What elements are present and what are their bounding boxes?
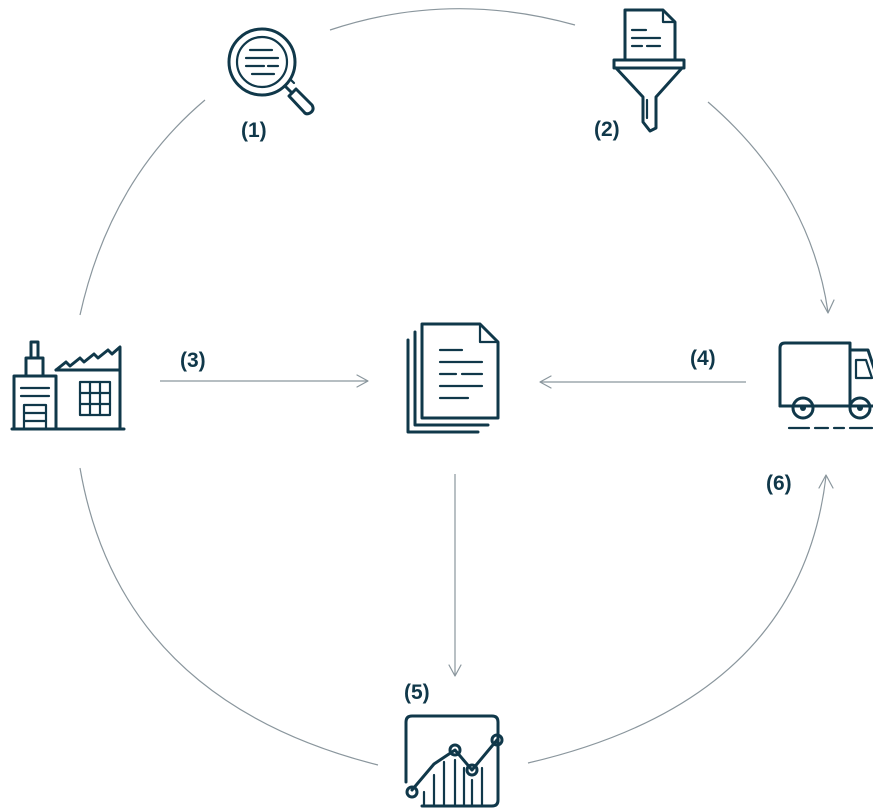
arc-chart-to-truck bbox=[527, 475, 827, 764]
arrowhead-documents-to-chart bbox=[448, 664, 462, 677]
magnifying-glass-document-icon bbox=[227, 27, 315, 116]
factory-icon bbox=[10, 340, 126, 431]
step-label-3: (3) bbox=[180, 349, 206, 372]
line-chart-icon bbox=[404, 714, 504, 808]
arrowhead-truck-to-documents bbox=[539, 375, 552, 389]
step-label-2: (2) bbox=[594, 118, 620, 141]
arrowhead-into-truck-top bbox=[820, 299, 835, 314]
document-funnel-filter-icon bbox=[612, 8, 686, 133]
step-label-5: (5) bbox=[404, 681, 430, 704]
step-label-4: (4) bbox=[690, 347, 716, 370]
arc-funnel-to-truck bbox=[707, 101, 829, 313]
arrowhead-into-truck-bottom bbox=[818, 474, 834, 489]
arrowhead-factory-to-documents bbox=[356, 374, 369, 388]
arc-factory-to-magnifier bbox=[79, 99, 206, 316]
delivery-truck-icon bbox=[778, 341, 873, 430]
step-label-6: (6) bbox=[766, 472, 792, 495]
document-stack-icon bbox=[406, 322, 500, 434]
step-label-1: (1) bbox=[241, 119, 267, 142]
arc-magnifier-to-funnel bbox=[329, 8, 576, 31]
arc-factory-to-chart bbox=[79, 467, 379, 766]
